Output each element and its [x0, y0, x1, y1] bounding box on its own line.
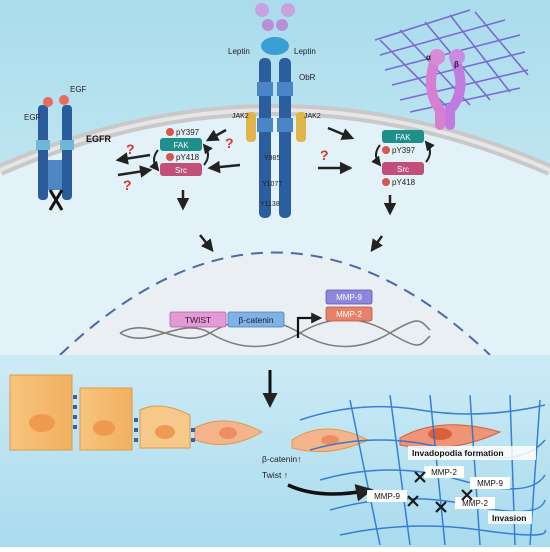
question-mark: ?: [126, 141, 135, 157]
fak-label-right: FAK: [395, 133, 411, 142]
mmp9-tag-label: MMP-9: [477, 479, 503, 488]
invadopodia-box: [408, 446, 536, 460]
mmp2-tag: [455, 497, 495, 509]
jak2-left: [246, 112, 256, 142]
invadopodia-label: Invadopodia formation: [412, 448, 504, 458]
mmp2-tag-label: MMP-2: [431, 468, 457, 477]
y1138-label: Y1138: [260, 201, 280, 208]
y1077-label: Y1077: [262, 181, 282, 188]
egf-label-right: EGF: [70, 85, 87, 94]
fak-box-right: [382, 130, 424, 143]
src-label-left: Src: [175, 166, 187, 175]
egf-ligand-right: [59, 95, 69, 105]
src-label-right: Src: [397, 165, 409, 174]
dna-helix: [119, 318, 431, 348]
y985-label: Y985: [264, 155, 280, 162]
mmp2-tag: [424, 466, 464, 478]
cleavage-marks: [407, 471, 473, 513]
mmp9-tag-label: MMP-9: [374, 492, 400, 501]
obr-receptor: [246, 58, 306, 218]
phospho-badge: [166, 128, 174, 136]
mmp9-box: [325, 289, 373, 305]
question-mark: ?: [225, 135, 234, 151]
py397-label-left: pY397: [176, 128, 200, 137]
integrin-beta-label: β: [454, 60, 459, 69]
beta-catenin-label: β-catenin: [238, 315, 273, 325]
mmp9-tag: [470, 477, 510, 489]
obr-label: ObR: [299, 73, 316, 82]
egfr-label: EGFR: [86, 134, 112, 144]
py418-label-right: pY418: [392, 178, 416, 187]
beta-catenin-up-label: β-catenin↑: [262, 454, 301, 464]
transcription-arrow: [296, 312, 323, 338]
question-mark: ?: [123, 177, 132, 193]
integrin-alpha-label: α: [426, 53, 431, 62]
nuclear-envelope: [59, 251, 491, 356]
phospho-badge: [166, 153, 174, 161]
question-mark: ?: [320, 147, 329, 163]
pathway-arrows: [115, 126, 397, 253]
fak-src-complex-right: [371, 130, 435, 186]
fak-label-left: FAK: [173, 141, 189, 150]
leptin-ligand: [255, 3, 295, 55]
mmp9-tag: [367, 490, 407, 502]
jak2-label-right: JAK2: [304, 113, 321, 120]
fak-src-complex-left: [149, 128, 213, 176]
fak-box-left: [160, 138, 202, 151]
phospho-badge: [382, 146, 390, 154]
leptin-label-right: Leptin: [294, 47, 316, 56]
leptin-label-left: Leptin: [228, 47, 250, 56]
beta-catenin-box: [227, 311, 285, 328]
cell-membrane-inner: [0, 108, 550, 172]
egfr-receptor: [36, 95, 74, 211]
twist-up-label: Twist ↑: [262, 470, 288, 480]
invasion-arrow: [287, 483, 374, 502]
jak2-label-left: JAK2: [232, 113, 249, 120]
egf-label-left: EGF: [24, 113, 41, 122]
src-box-left: [160, 163, 202, 176]
twist-label: TWIST: [185, 315, 211, 325]
src-box-right: [382, 162, 424, 175]
jak2-right: [296, 112, 306, 142]
mmp2-box: [325, 306, 373, 322]
py418-label-left: pY418: [176, 153, 200, 162]
invasion-box: [488, 511, 532, 524]
invasion-label: Invasion: [492, 513, 526, 523]
twist-box: [169, 311, 227, 328]
egf-ligand-left: [43, 97, 53, 107]
cell-junctions: [73, 395, 195, 442]
mmp2-label: MMP-2: [336, 310, 362, 319]
mmp2-tag-label: MMP-2: [462, 499, 488, 508]
mmp9-label: MMP-9: [336, 293, 362, 302]
integrin-receptor: [426, 49, 466, 130]
py397-label-right: pY397: [392, 146, 416, 155]
phospho-badge: [382, 178, 390, 186]
epithelial-cells: [9, 374, 502, 453]
